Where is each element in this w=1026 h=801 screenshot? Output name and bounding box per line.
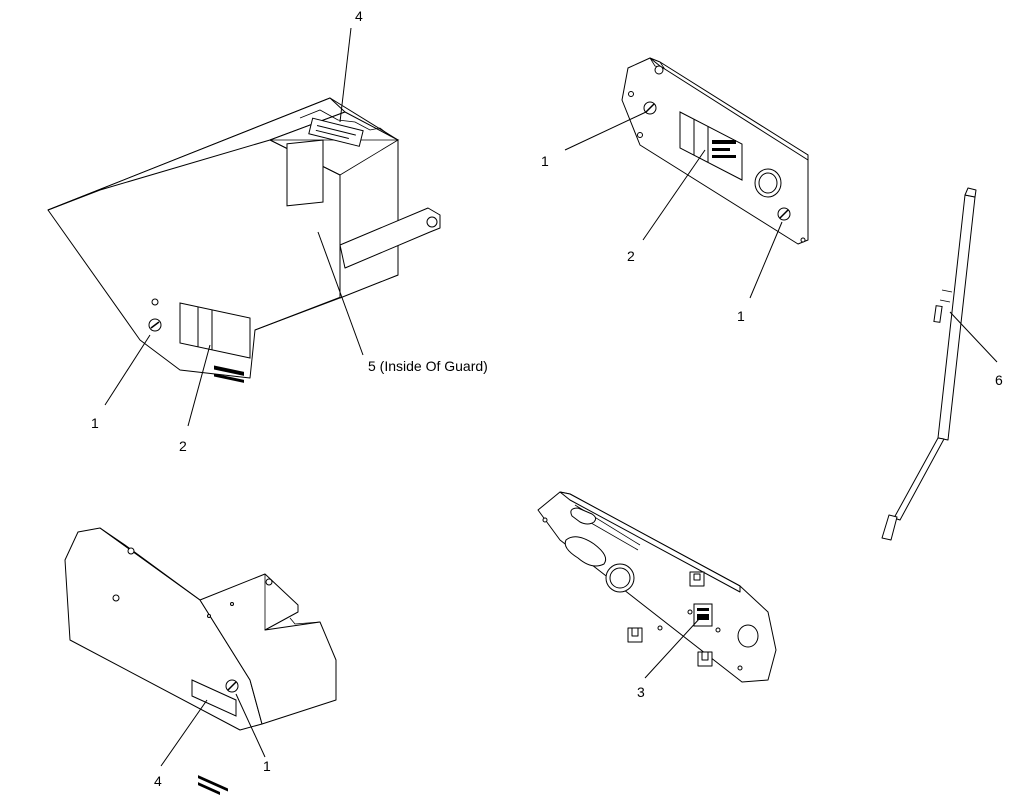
side-plate [621,57,809,245]
callout-2-b: 2 [627,248,635,264]
side-plate-inner [537,491,777,683]
screw-icon [643,101,657,115]
callout-5: 5 (Inside Of Guard) [368,358,488,374]
callout-1-b: 1 [541,153,549,169]
callout-1-a: 1 [91,415,99,431]
gas-spring-icon [881,187,977,541]
callout-3: 3 [637,684,645,700]
inside-guard-decal [286,139,324,207]
screw-icon [777,207,791,221]
callout-1-c: 1 [737,308,745,324]
plate-decal [679,111,743,181]
small-belt-guard [64,527,337,795]
small-guard-decal [191,679,237,795]
callout-2-a: 2 [179,438,187,454]
callout-6: 6 [995,372,1003,388]
callout-1-d: 1 [263,758,271,774]
screw-icon [225,679,239,693]
callout-4-bottom: 4 [154,773,162,789]
screw-icon [148,318,162,332]
top-decal [308,117,364,147]
large-belt-guard [47,97,441,383]
inner-plate-decal [693,603,713,627]
callout-4-top: 4 [355,8,363,24]
face-decal [179,302,251,383]
